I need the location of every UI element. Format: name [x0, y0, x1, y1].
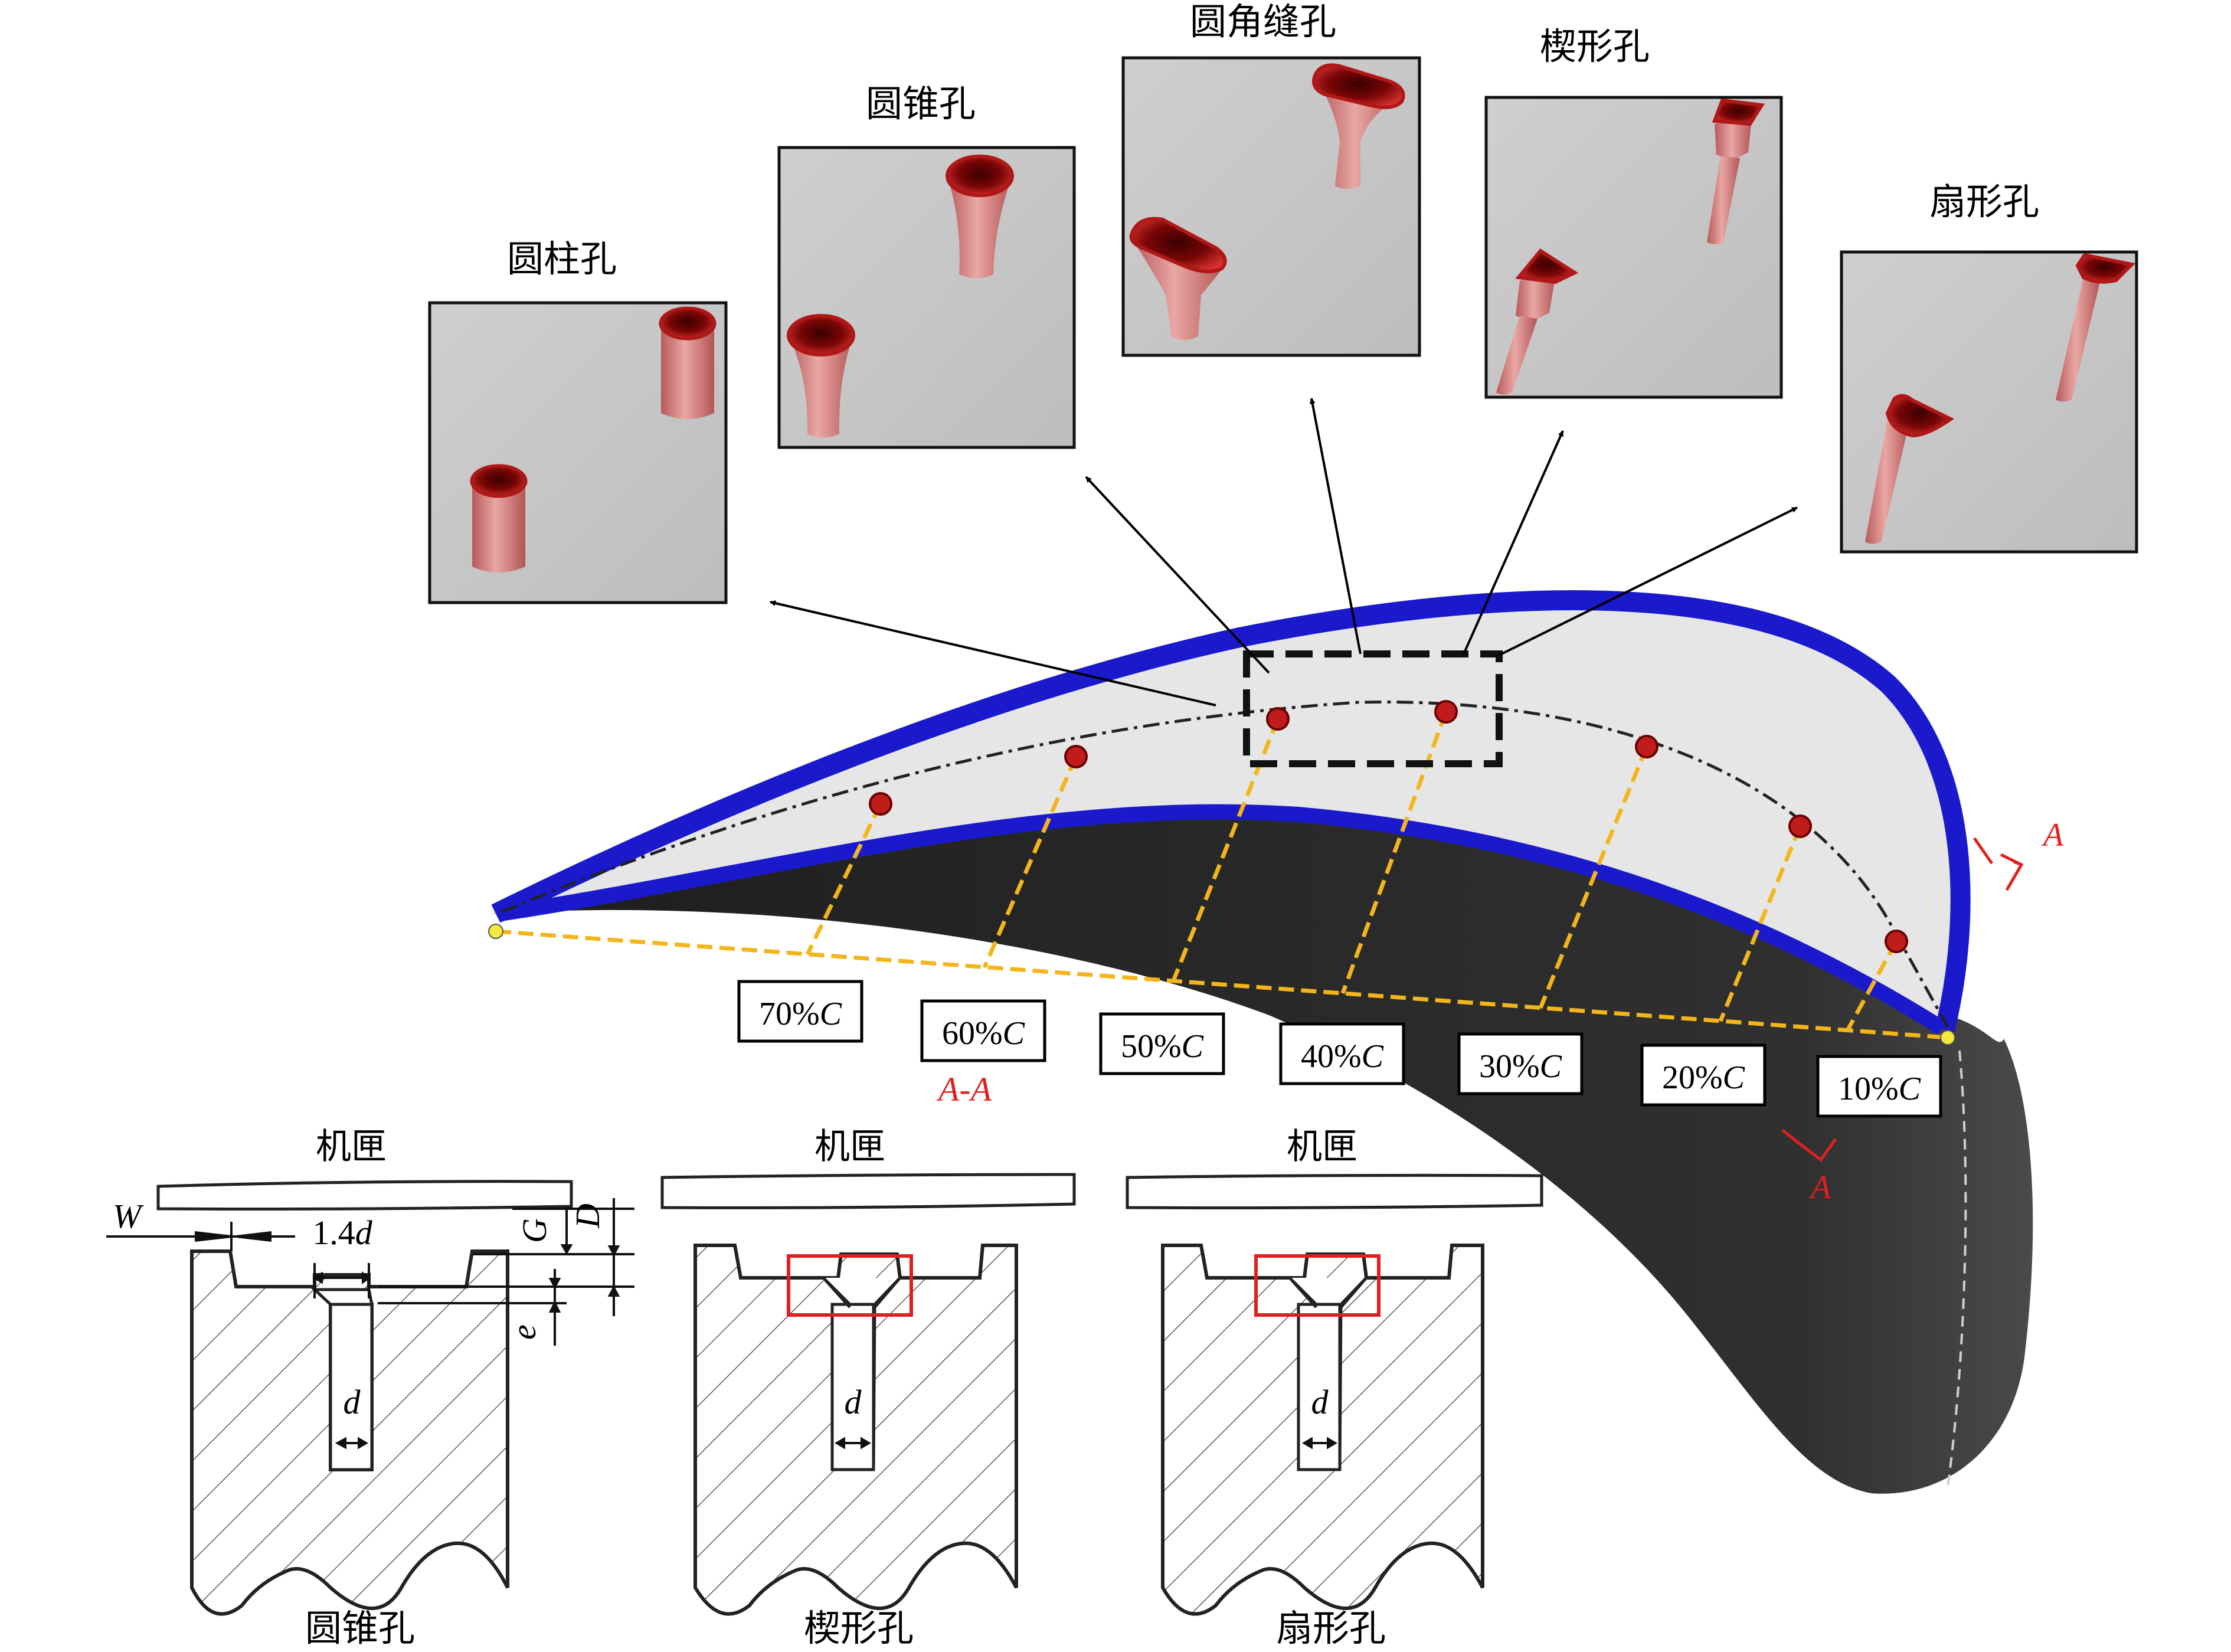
section-title-1: 圆锥孔: [305, 1607, 415, 1650]
dim-d-1: d: [344, 1383, 361, 1421]
red-highlight-box-3: [1254, 1254, 1381, 1317]
cross-sections: 机匣: [106, 1126, 1543, 1650]
blade-pressure-wall: [499, 804, 1946, 1035]
fillet-slot-hole-1: [1129, 217, 1227, 340]
panel-title-fan: 扇形孔: [1929, 180, 2039, 223]
panel-conical: 圆锥孔: [777, 82, 1076, 449]
panel-title-fillet-slot: 圆角缝孔: [1190, 0, 1336, 43]
panel-title-cylindrical: 圆柱孔: [507, 237, 617, 280]
cylinder-hole-2: [659, 306, 717, 419]
dim-d-3: d: [1311, 1383, 1329, 1421]
film-holes: [869, 700, 1908, 953]
conical-hole-2: [946, 155, 1014, 279]
blade-suction-wall: [491, 590, 1971, 1033]
cross-section-conical: 机匣: [106, 1126, 634, 1650]
dim-W: W: [113, 1197, 144, 1235]
dim-e: e: [505, 1324, 543, 1340]
blade-tip-surface: [496, 600, 1960, 1027]
panel-wedge: 楔形孔: [1484, 25, 1783, 399]
casing-strip-1: [156, 1180, 573, 1211]
red-highlight-box-2: [787, 1254, 913, 1317]
chord-guides: [805, 711, 1899, 1032]
chord-label-40: 40%C: [1279, 1022, 1405, 1085]
casing-strip-2: [660, 1173, 1076, 1209]
section-title-3: 扇形孔: [1276, 1607, 1386, 1650]
section-marker-bottom: A: [1808, 1169, 1831, 1206]
svg-text:20%C: 20%C: [1662, 1059, 1745, 1096]
hole-panels: 圆柱孔 圆锥孔 圆角缝孔: [428, 0, 2138, 604]
chord-label-10: 10%C: [1816, 1055, 1942, 1118]
chord-label-60: 60%C: [920, 999, 1046, 1062]
section-title-2: 楔形孔: [804, 1607, 914, 1650]
conical-hole-1: [787, 314, 855, 438]
svg-text:40%C: 40%C: [1301, 1038, 1384, 1075]
casing-label-3: 机匣: [1287, 1126, 1357, 1167]
fan-hole-2: [2056, 253, 2136, 402]
svg-text:70%C: 70%C: [759, 996, 842, 1032]
chord-label-50: 50%C: [1099, 1012, 1225, 1075]
svg-text:10%C: 10%C: [1838, 1071, 1921, 1107]
svg-text:60%C: 60%C: [942, 1015, 1025, 1052]
fan-hole-1: [1865, 394, 1954, 544]
wedge-hole-2: [1707, 98, 1765, 244]
dim-pitch: 1.4d: [312, 1213, 373, 1252]
section-markers: [1781, 837, 2024, 1162]
blade-pressure-side: [491, 812, 2033, 1494]
callout-arrows: [770, 398, 1798, 706]
camber-line: [501, 700, 1949, 1028]
svg-text:30%C: 30%C: [1479, 1048, 1562, 1085]
dim-d-2: d: [845, 1383, 862, 1421]
chord-labels: 70%C 60%C 50%C 40%C 30%C 20%C 10%C: [737, 980, 1942, 1118]
casing-strip-3: [1126, 1173, 1543, 1209]
chord-label-30: 30%C: [1457, 1032, 1584, 1095]
fillet-slot-hole-2: [1312, 63, 1405, 189]
leading-edge-point: [488, 924, 503, 939]
blade-trailing-edge-line: [1947, 1050, 1967, 1488]
cylinder-hole-1: [470, 464, 528, 573]
hole-selection-box: [1243, 650, 1503, 767]
section-marker-top: A: [2041, 817, 2064, 853]
panel-cylindrical: 圆柱孔: [428, 237, 728, 604]
svg-text:50%C: 50%C: [1121, 1028, 1204, 1065]
blade: [488, 590, 2033, 1494]
cross-section-fan: 机匣 d 扇形孔: [1126, 1126, 1543, 1650]
casing-label-1: 机匣: [316, 1126, 387, 1167]
cross-section-wedge: 机匣 d 楔形孔: [660, 1126, 1076, 1650]
dim-G: G: [515, 1218, 554, 1243]
dim-D: D: [568, 1203, 607, 1229]
panel-fillet-slot: 圆角缝孔: [1121, 0, 1421, 357]
dimension-lines: [106, 1198, 634, 1450]
panel-title-wedge: 楔形孔: [1540, 25, 1650, 68]
chord-line: [495, 929, 1948, 1040]
chord-label-70: 70%C: [737, 980, 863, 1043]
section-label: A-A: [936, 1070, 992, 1108]
wedge-hole-1: [1496, 248, 1579, 395]
panel-title-conical: 圆锥孔: [866, 82, 976, 125]
casing-label-2: 机匣: [814, 1126, 885, 1167]
panel-fan: 扇形孔: [1840, 180, 2138, 554]
trailing-edge-point: [1940, 1030, 1955, 1045]
chord-label-20: 20%C: [1640, 1043, 1767, 1107]
